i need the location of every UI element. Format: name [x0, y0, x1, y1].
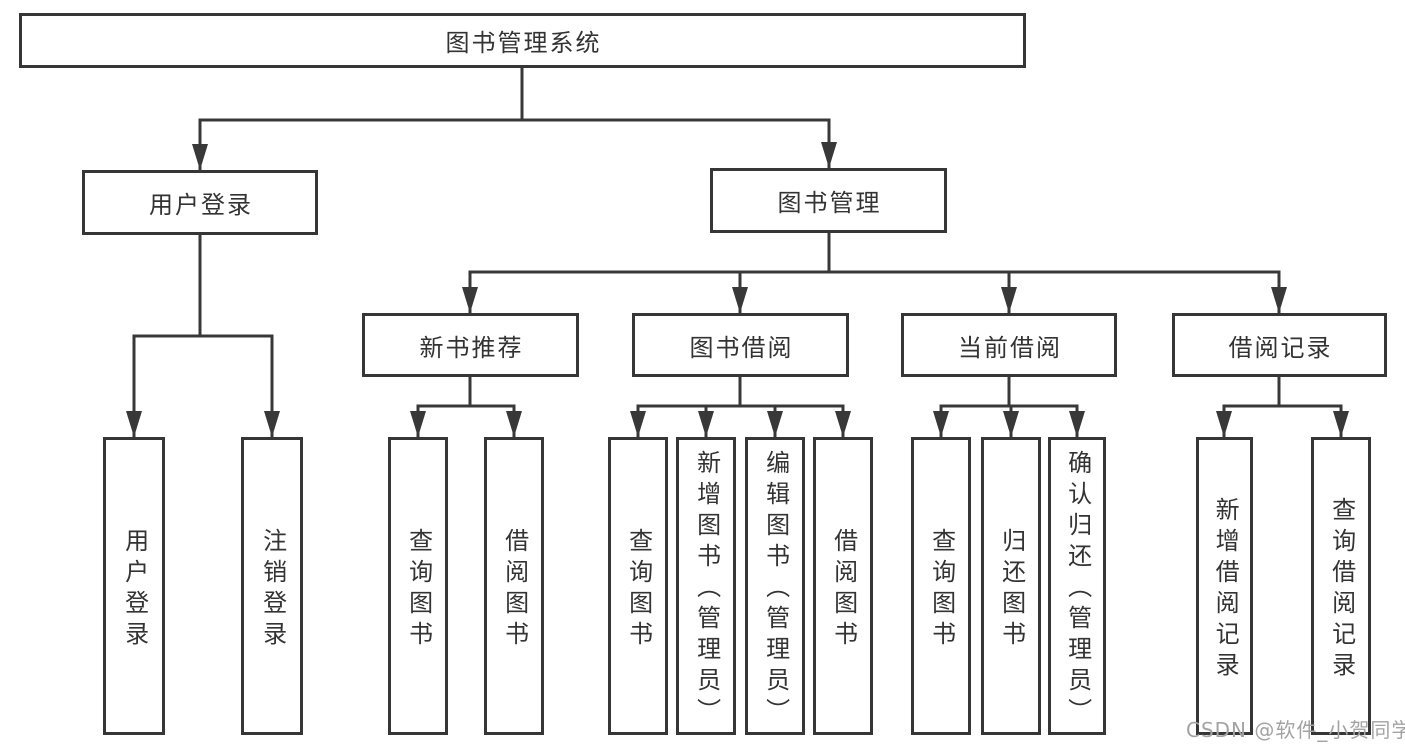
node-leaf-current-query-books-label: 查询图书: [927, 527, 956, 652]
node-leaf-recommend-query-books-label: 查询图书: [404, 527, 433, 652]
node-library-system: 图书管理系统: [19, 13, 1026, 68]
node-leaf-records-add: 新增借阅记录: [1196, 437, 1253, 735]
csdn-watermark: CSDN @软件_小贺同学: [1186, 718, 1405, 742]
node-book-management-label: 图书管理: [777, 189, 882, 217]
node-leaf-current-return-books-label: 归还图书: [997, 527, 1026, 652]
node-leaf-recommend-query-books: 查询图书: [388, 437, 448, 735]
node-leaf-records-query: 查询借阅记录: [1311, 437, 1371, 735]
node-leaf-current-query-books: 查询图书: [911, 437, 971, 735]
node-leaf-user-login-label: 用户登录: [120, 527, 149, 652]
node-leaf-borrow-edit-books: 编辑图书（管理员）: [745, 437, 805, 735]
node-library-system-label: 图书管理系统: [445, 29, 602, 57]
node-leaf-borrow-borrow-books: 借阅图书: [813, 437, 873, 735]
node-leaf-borrow-add-books-label: 新增图书（管理员）: [692, 450, 721, 729]
node-leaf-logout-label: 注销登录: [258, 527, 287, 652]
node-leaf-borrow-query-books-label: 查询图书: [624, 527, 653, 652]
node-leaf-current-confirm-return-label: 确认归还（管理员）: [1063, 450, 1092, 729]
node-leaf-current-return-books: 归还图书: [981, 437, 1041, 735]
node-borrow-records-label: 借阅记录: [1228, 333, 1333, 362]
node-leaf-borrow-borrow-books-label: 借阅图书: [829, 527, 858, 652]
node-book-borrow: 图书借阅: [632, 313, 849, 377]
connector-root-to-level2: [192, 66, 837, 172]
node-leaf-borrow-add-books: 新增图书（管理员）: [676, 437, 736, 735]
node-user-login-label: 用户登录: [149, 191, 253, 219]
node-current-borrow-label: 当前借阅: [958, 333, 1062, 362]
node-new-book-recommend-label: 新书推荐: [419, 333, 524, 362]
connector-book-mgmt-branch: [462, 231, 1287, 315]
node-current-borrow: 当前借阅: [901, 313, 1117, 377]
node-leaf-user-login: 用户登录: [103, 437, 165, 735]
connector-user-login-branch: [126, 233, 280, 439]
node-leaf-recommend-borrow-books: 借阅图书: [484, 437, 544, 735]
node-book-borrow-label: 图书借阅: [689, 333, 794, 362]
node-leaf-borrow-edit-books-label: 编辑图书（管理员）: [761, 450, 790, 729]
node-leaf-records-query-label: 查询借阅记录: [1327, 496, 1356, 683]
node-borrow-records: 借阅记录: [1172, 313, 1387, 377]
connector-current-branch: [933, 375, 1085, 439]
node-book-management: 图书管理: [710, 168, 947, 233]
node-user-login: 用户登录: [82, 170, 318, 235]
connector-recommend-branch: [410, 375, 522, 439]
node-new-book-recommend: 新书推荐: [362, 313, 579, 377]
connector-records-branch: [1216, 375, 1349, 439]
node-leaf-current-confirm-return: 确认归还（管理员）: [1048, 437, 1106, 735]
node-leaf-borrow-query-books: 查询图书: [608, 437, 668, 735]
node-leaf-records-add-label: 新增借阅记录: [1211, 496, 1240, 683]
connector-borrow-branch: [630, 375, 851, 439]
node-leaf-logout: 注销登录: [241, 437, 303, 735]
node-leaf-recommend-borrow-books-label: 借阅图书: [500, 527, 529, 652]
